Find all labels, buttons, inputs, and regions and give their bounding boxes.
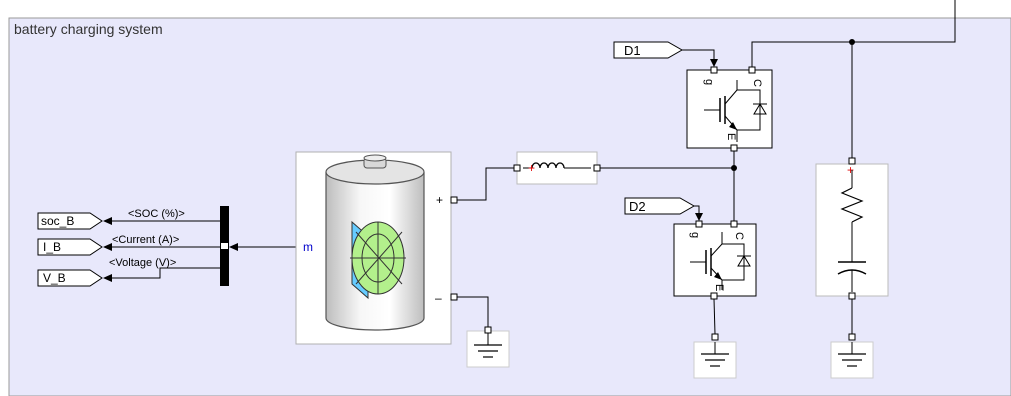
battery-negative-port[interactable] <box>450 293 458 301</box>
subsystem-title: battery charging system <box>14 21 163 37</box>
igbt-d2[interactable] <box>673 223 757 297</box>
battery-measurement-port-label: m <box>303 240 313 254</box>
ground-rc[interactable] <box>830 341 874 379</box>
from-tag-d1-label: D1 <box>624 43 641 58</box>
rc-bottom-port[interactable] <box>848 292 856 300</box>
goto-tag-voltage[interactable]: V_B <box>37 269 103 287</box>
goto-tag-voltage-label: V_B <box>43 271 66 285</box>
igbt-d2-gate-port[interactable] <box>695 220 703 228</box>
from-tag-d1[interactable]: D1 <box>613 41 684 59</box>
battery-positive-label: + <box>436 193 443 207</box>
igbt-d1-gate-port[interactable] <box>710 66 718 74</box>
svg-text:+: + <box>528 161 535 175</box>
inductor-left-port[interactable] <box>513 164 521 172</box>
signal-label-voltage: <Voltage (V)> <box>109 257 176 269</box>
igbt-d2-gate-label: g <box>689 232 701 238</box>
igbt-d2-collector-label: C <box>733 232 745 240</box>
battery-positive-port[interactable] <box>450 196 458 204</box>
from-tag-d2[interactable]: D2 <box>624 197 696 215</box>
battery-negative-label: – <box>435 291 442 305</box>
inductor-right-port[interactable] <box>593 164 601 172</box>
igbt-d2-emitter-label: E <box>713 284 725 291</box>
gate-arrowheads <box>695 59 718 221</box>
inductor[interactable]: + <box>516 151 598 185</box>
goto-tag-soc[interactable]: soc_B <box>37 212 103 230</box>
ground-battery-port[interactable] <box>484 326 492 334</box>
battery-block[interactable] <box>295 151 452 345</box>
signal-label-current: <Current (A)> <box>112 234 179 246</box>
circuit-wires <box>457 0 956 335</box>
goto-tag-soc-label: soc_B <box>41 214 74 228</box>
from-tag-d2-label: D2 <box>629 199 646 214</box>
bus-selector-arrowheads <box>103 217 112 282</box>
ground-igbt[interactable] <box>693 341 737 379</box>
svg-text:+: + <box>847 163 854 177</box>
rc-branch[interactable]: + <box>815 163 889 297</box>
goto-tag-current[interactable]: I_B <box>37 238 103 256</box>
goto-tag-current-label: I_B <box>43 240 61 254</box>
igbt-d1-collector-label: C <box>751 79 763 87</box>
igbt-d1-gate-label: g <box>703 79 715 85</box>
ground-rc-port[interactable] <box>848 333 856 341</box>
ground-battery[interactable] <box>466 330 510 368</box>
igbt-d1[interactable] <box>686 69 773 149</box>
signal-label-soc: <SOC (%)> <box>128 208 185 220</box>
igbt-d1-emitter-port[interactable] <box>730 144 738 152</box>
igbt-d1-collector-port[interactable] <box>748 66 756 74</box>
igbt-d2-collector-port[interactable] <box>730 220 738 228</box>
bus-selector-wires <box>110 220 220 279</box>
bus-selector-port <box>221 243 228 249</box>
igbt-d1-emitter-label: E <box>725 133 737 140</box>
battery-icon <box>350 220 406 300</box>
ground-igbt-port[interactable] <box>711 333 719 341</box>
measurement-arrowhead <box>229 243 238 251</box>
igbt-d2-emitter-port[interactable] <box>710 292 718 300</box>
junction-dots <box>731 39 855 171</box>
rc-top-port[interactable] <box>848 157 856 165</box>
